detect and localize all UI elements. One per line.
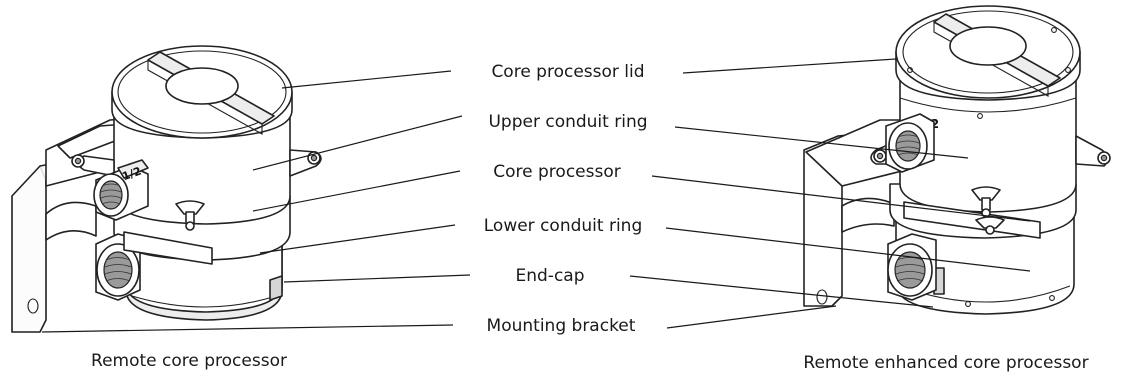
- leader-core-processor-lid-left: [281, 70, 452, 89]
- leader-end-cap-right: [629, 275, 934, 308]
- leader-end-cap-left: [283, 274, 471, 283]
- label-core-processor-lid: Core processor lid: [491, 62, 644, 82]
- label-mounting-bracket: Mounting bracket: [487, 316, 636, 336]
- leader-core-processor-left: [252, 170, 461, 212]
- captions: Remote core processor Remote enhanced co…: [91, 351, 1089, 373]
- leader-mounting-bracket-right: [666, 305, 837, 329]
- leader-lower-conduit-ring-right: [665, 227, 1031, 272]
- leader-upper-conduit-ring-right: [674, 126, 969, 159]
- callout-labels: Core processor lid Upper conduit ring Co…: [484, 62, 648, 336]
- size-marking-left: 1/2: [120, 164, 143, 183]
- leader-lower-conduit-ring-left: [259, 224, 456, 254]
- label-lower-conduit-ring: Lower conduit ring: [484, 216, 643, 236]
- label-upper-conduit-ring: Upper conduit ring: [488, 112, 647, 132]
- caption-remote-core-processor: Remote core processor: [91, 351, 287, 371]
- leader-lines: [41, 58, 1031, 333]
- label-core-processor: Core processor: [493, 162, 620, 182]
- remote-core-processor-illustration: 1/2: [11, 45, 322, 333]
- leader-core-processor-right: [651, 175, 1031, 222]
- label-end-cap: End-cap: [516, 266, 585, 286]
- remote-enhanced-core-processor-illustration: 1/2: [803, 5, 1111, 315]
- leader-core-processor-lid-right: [682, 58, 897, 74]
- leader-upper-conduit-ring-left: [252, 115, 463, 171]
- leader-mounting-bracket-left: [41, 324, 454, 333]
- caption-remote-enhanced-core-processor: Remote enhanced core processor: [803, 353, 1088, 373]
